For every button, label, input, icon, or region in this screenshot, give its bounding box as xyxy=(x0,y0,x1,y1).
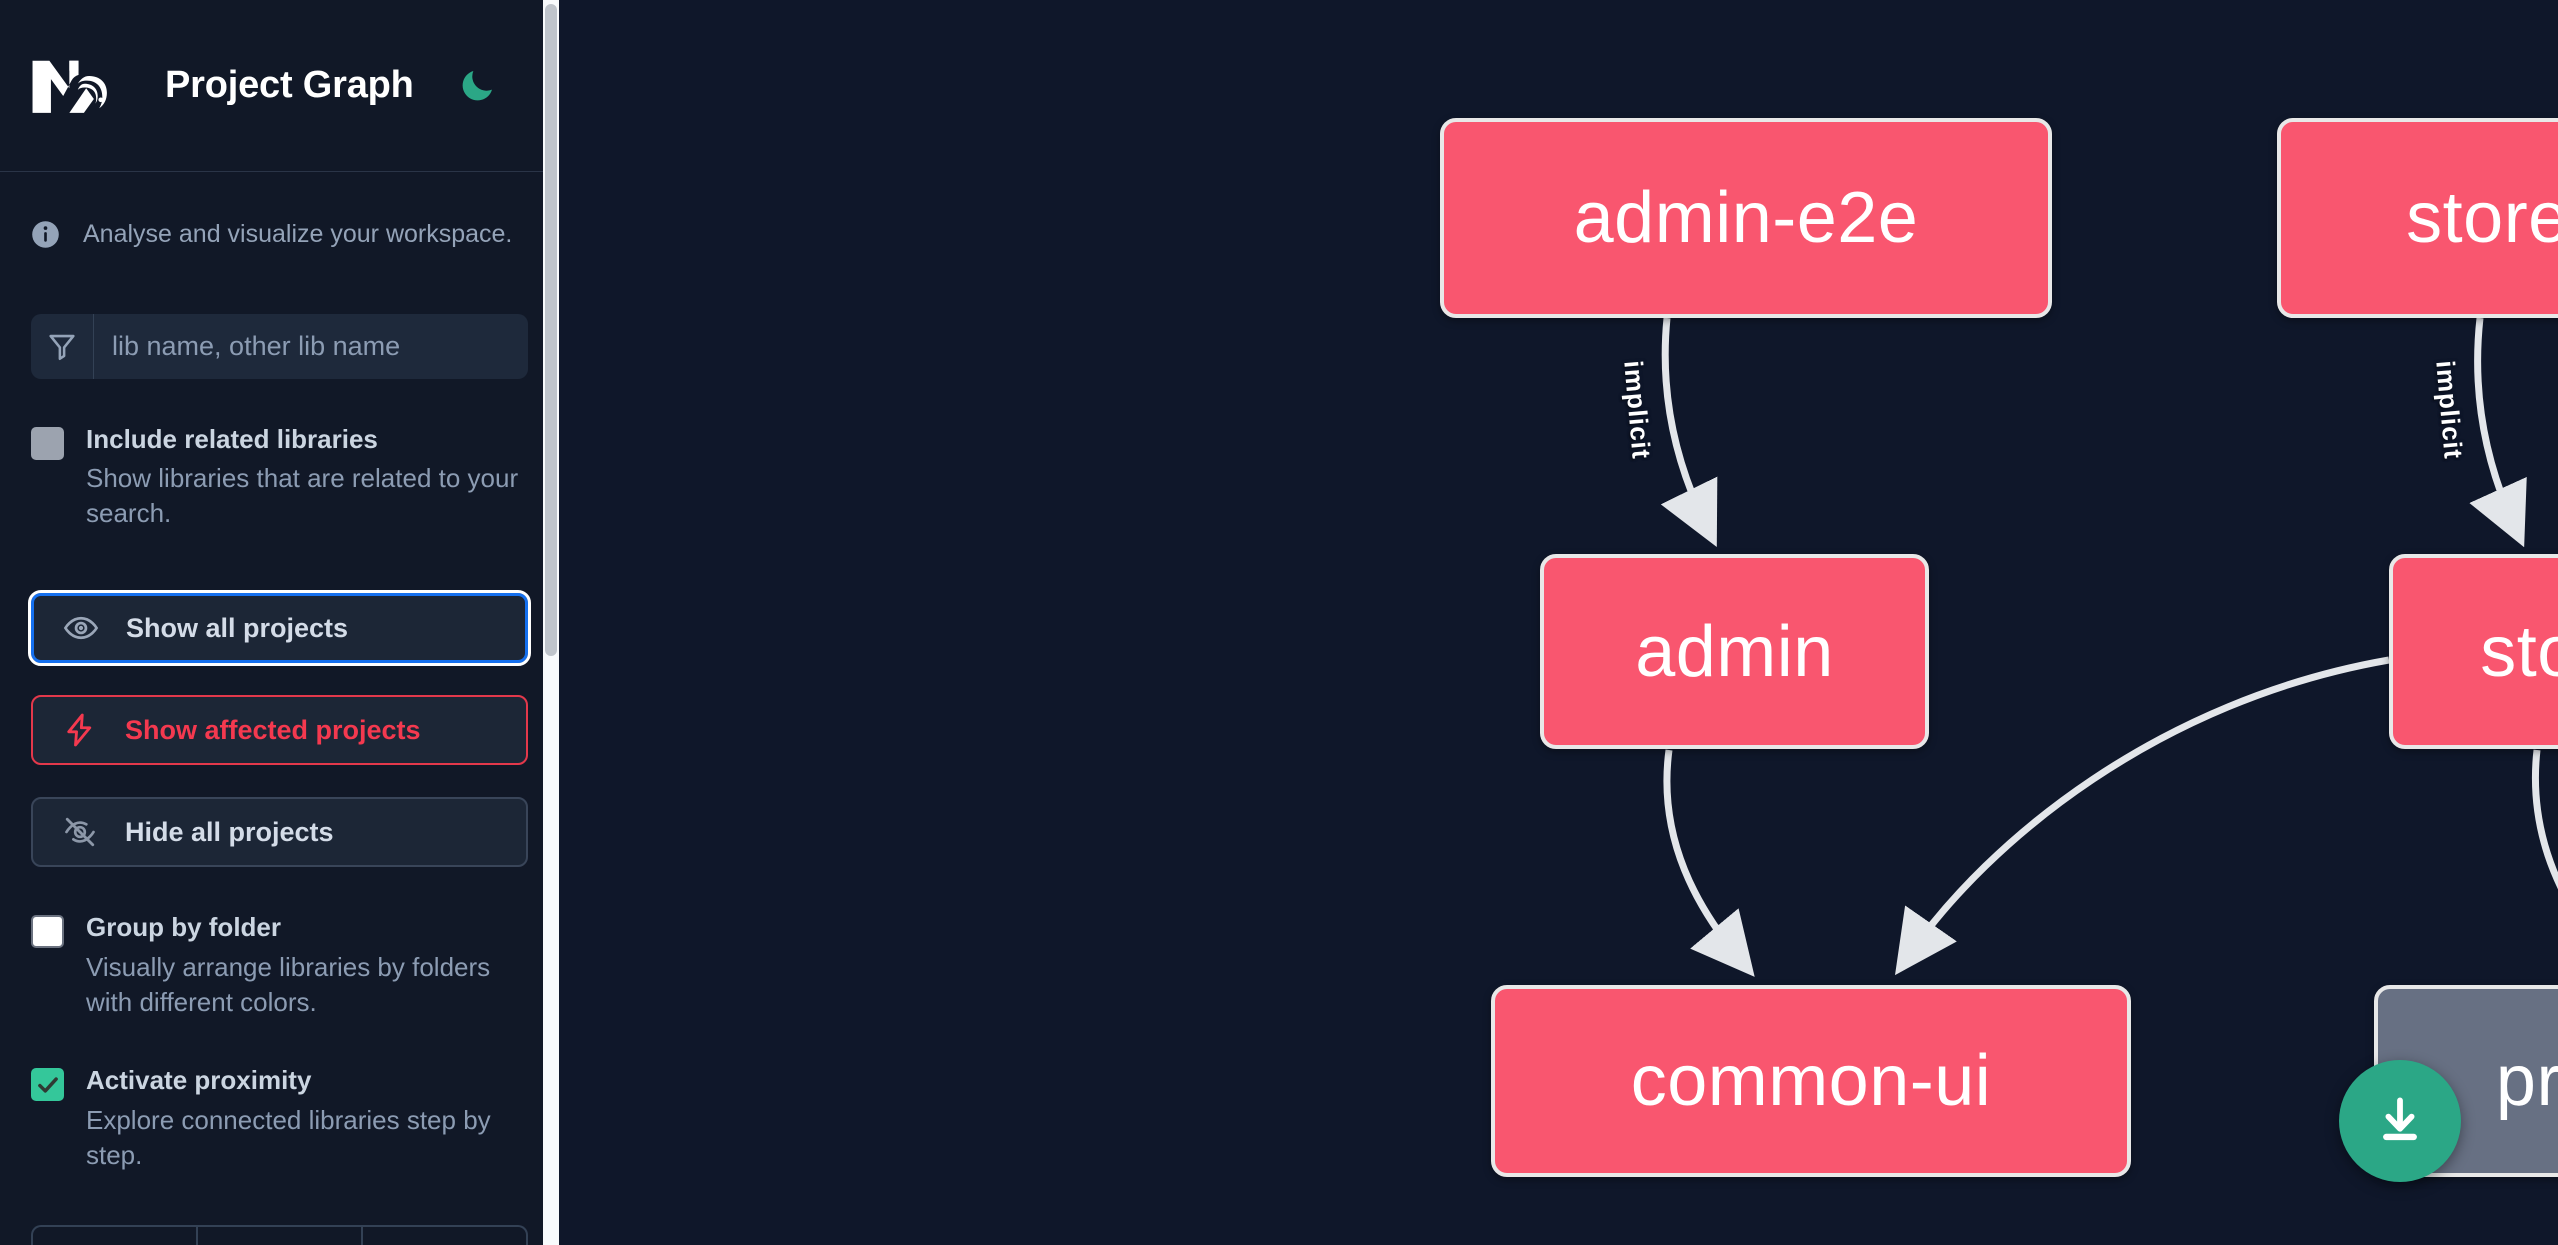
checkbox-activate-proximity[interactable]: Activate proximity Explore connected lib… xyxy=(31,1064,528,1173)
graph-node-store-label: store xyxy=(2480,611,2558,692)
workspace-hint: Analyse and visualize your workspace. xyxy=(31,218,528,252)
filter-icon xyxy=(31,313,94,379)
page-title: Project Graph xyxy=(165,64,414,106)
checkbox-include-related-libraries[interactable]: Include related libraries Show libraries… xyxy=(31,423,528,532)
checkbox-group-by-folder-box[interactable] xyxy=(31,915,64,949)
graph-node-common-ui[interactable]: common-ui xyxy=(1491,985,2131,1177)
graph-node-store-e2e-label: store-e2e xyxy=(2406,178,2558,258)
edge-store-to-common-ui-guide xyxy=(1830,753,1989,952)
show-all-projects-label: Show all projects xyxy=(126,612,349,643)
workspace-hint-text: Analyse and visualize your workspace. xyxy=(83,220,513,248)
show-all-projects-button[interactable]: Show all projects xyxy=(28,590,531,667)
graph-node-store[interactable]: store xyxy=(2389,554,2558,749)
bolt-icon xyxy=(61,711,99,749)
edge-admin-to-common-ui xyxy=(1663,749,1755,977)
proximity-step-segmented-control[interactable] xyxy=(31,1224,528,1245)
segment-2[interactable] xyxy=(198,1226,363,1245)
eye-off-icon xyxy=(61,813,99,851)
checkbox-activate-proximity-label: Activate proximity xyxy=(86,1065,312,1096)
checkbox-include-related-libraries-description: Show libraries that are related to your … xyxy=(86,463,519,529)
checkbox-group-by-folder-description: Visually arrange libraries by folders wi… xyxy=(86,951,491,1018)
show-affected-projects-label: Show affected projects xyxy=(125,714,421,745)
download-icon xyxy=(2383,1097,2417,1141)
sidebar-header: Project Graph xyxy=(0,0,559,172)
search-input[interactable] xyxy=(94,313,528,379)
edge-admin-e2e-to-admin xyxy=(1660,317,1718,547)
graph-edges xyxy=(1660,317,2558,977)
checkbox-activate-proximity-box[interactable] xyxy=(31,1068,64,1102)
segment-1[interactable] xyxy=(33,1226,198,1245)
graph-node-store-e2e[interactable]: store-e2e xyxy=(2277,118,2558,318)
sidebar-scrollbar-thumb[interactable] xyxy=(545,4,557,656)
graph-node-admin[interactable]: admin xyxy=(1540,554,1929,749)
checkbox-activate-proximity-description: Explore connected libraries step by step… xyxy=(86,1104,491,1170)
edge-store-to-common-ui xyxy=(1895,656,2390,976)
eye-icon xyxy=(62,609,100,647)
sidebar: Project Graph Analy xyxy=(0,0,559,1245)
hide-all-projects-button[interactable]: Hide all projects xyxy=(31,797,528,868)
checkbox-include-related-libraries-label: Include related libraries xyxy=(86,423,378,454)
checkbox-group-by-folder[interactable]: Group by folder Visually arrange librari… xyxy=(31,911,528,1020)
moon-icon[interactable] xyxy=(456,65,498,107)
edge-store-e2e-to-store xyxy=(2469,317,2527,548)
checkbox-group-by-folder-label: Group by folder xyxy=(86,912,281,943)
graph-node-common-ui-label: common-ui xyxy=(1630,1041,1992,1121)
graph-node-admin-label: admin xyxy=(1635,611,1834,692)
search-box[interactable] xyxy=(31,313,528,379)
show-affected-projects-button[interactable]: Show affected projects xyxy=(31,695,528,766)
edge-store-to-products xyxy=(2532,749,2558,890)
nx-logo xyxy=(31,56,123,116)
visibility-buttons: Show all projects Show affected projects xyxy=(28,590,531,868)
sidebar-body: Analyse and visualize your workspace. In… xyxy=(0,218,559,1245)
graph-node-products-label: products xyxy=(2495,1041,2558,1121)
download-graph-button[interactable] xyxy=(2339,1060,2461,1182)
graph-canvas[interactable]: implicit implicit admin-e2e store-e2e ad… xyxy=(559,0,2558,1245)
graph-node-admin-e2e-label: admin-e2e xyxy=(1573,178,1919,258)
info-icon xyxy=(31,220,60,249)
sidebar-scrollbar[interactable] xyxy=(543,0,559,1245)
graph-node-admin-e2e[interactable]: admin-e2e xyxy=(1440,118,2052,318)
hide-all-projects-label: Hide all projects xyxy=(125,816,334,847)
checkbox-include-related-libraries-box[interactable] xyxy=(31,426,64,460)
segment-3[interactable] xyxy=(363,1227,526,1245)
